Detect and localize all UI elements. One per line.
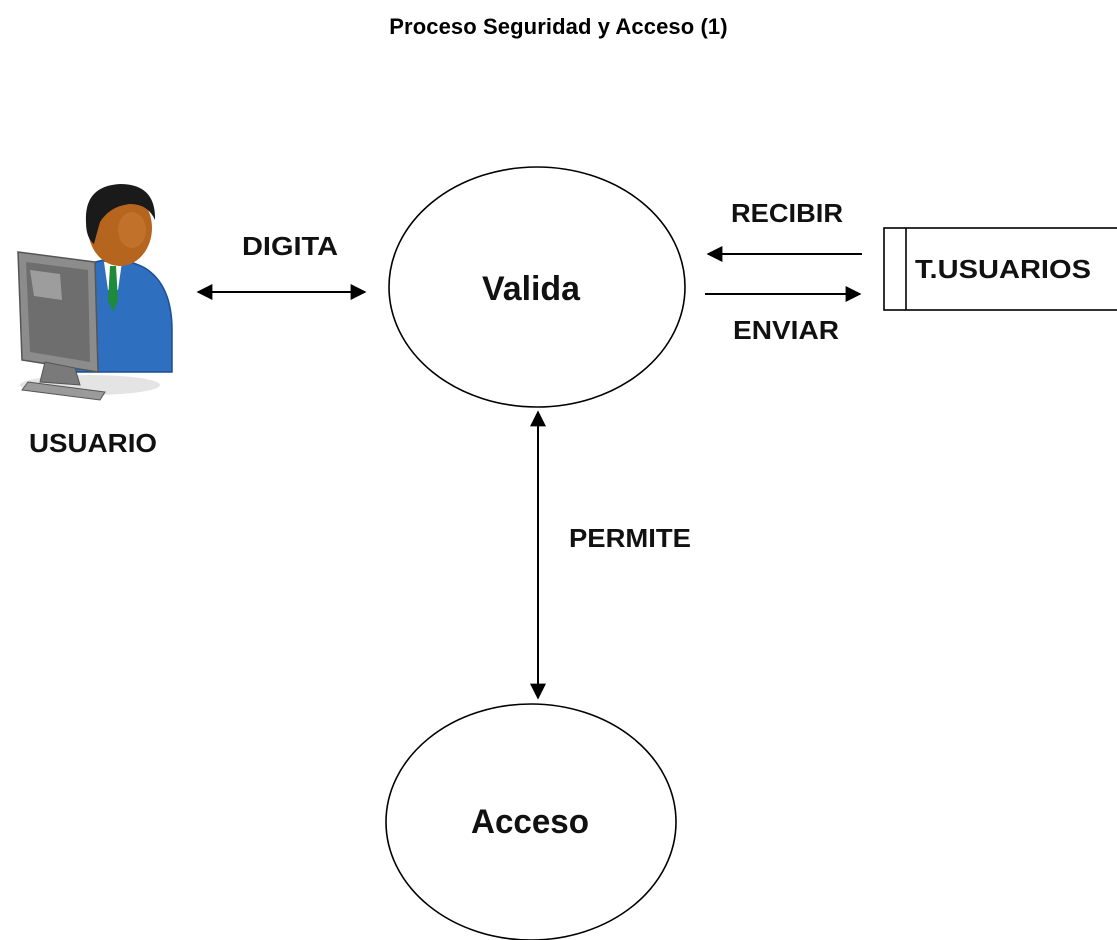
diagram-title: Proceso Seguridad y Acceso (1)	[389, 14, 728, 39]
datastore-tusuarios	[883, 227, 1117, 311]
process-valida	[388, 166, 686, 408]
actor-label: USUARIO	[29, 428, 157, 458]
enviar-label: ENVIAR	[733, 315, 839, 345]
process-valida-label: Valida	[482, 270, 581, 308]
process-acceso-label: Acceso	[471, 803, 589, 841]
recibir-label: RECIBIR	[731, 198, 843, 228]
permite-label: PERMITE	[569, 523, 691, 553]
digita-label: DIGITA	[242, 231, 338, 261]
datastore-label: T.USUARIOS	[915, 254, 1091, 284]
process-acceso	[385, 703, 677, 940]
user-computer-icon	[17, 184, 173, 401]
